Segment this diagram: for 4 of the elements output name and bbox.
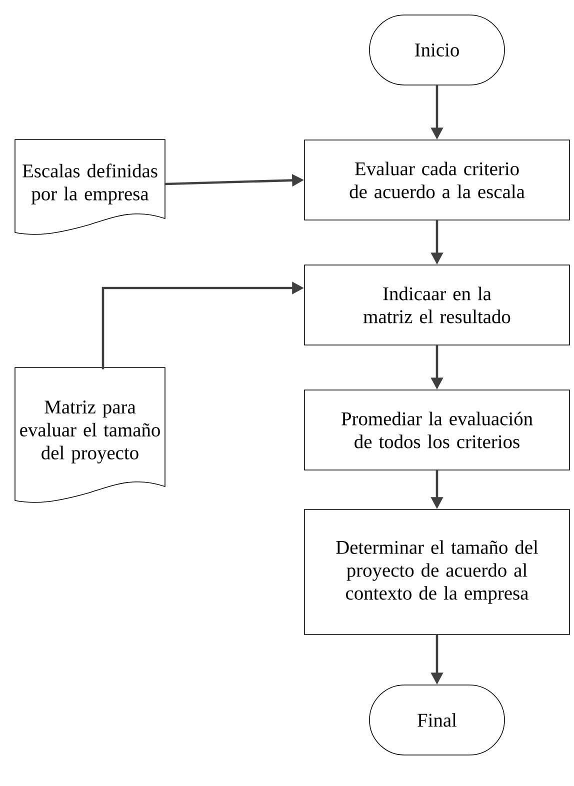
- process-box: Promediar la evaluación de todos los criterios: [304, 390, 570, 470]
- process-box: Indicaar en la matriz el resultado: [304, 264, 570, 346]
- process-box: Determinar el tamaño del proyecto de acuerdo al contexto de la empresa: [304, 509, 570, 635]
- process-box: Evaluar cada criterio de acuerdo a la escala: [304, 140, 570, 220]
